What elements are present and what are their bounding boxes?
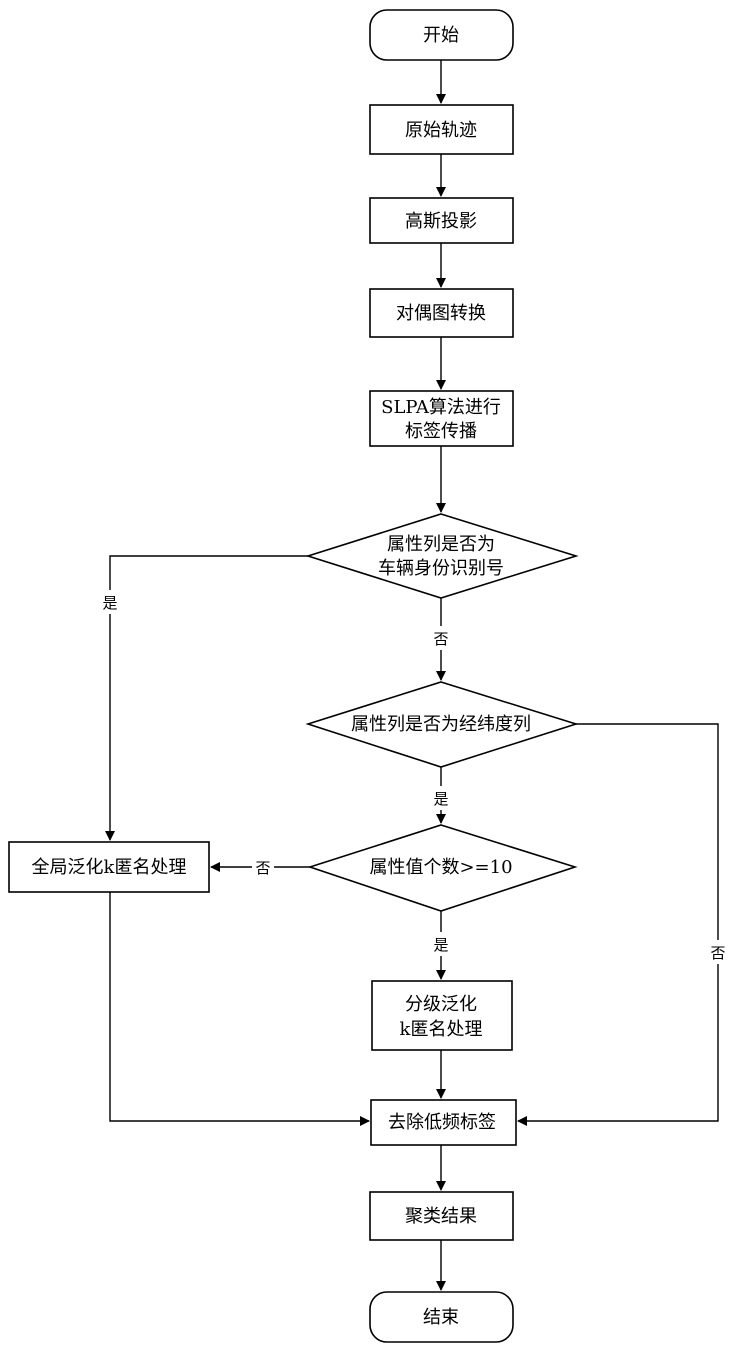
- graded-label-line2: k匿名处理: [400, 1019, 483, 1040]
- node-graded-k-anonymity: 分级泛化 k匿名处理: [372, 981, 512, 1050]
- edge-vehicle-yes: [110, 556, 308, 840]
- node-raw-trajectory: 原始轨迹: [370, 105, 513, 154]
- node-start: 开始: [370, 10, 513, 60]
- cluster-result-label: 聚类结果: [405, 1206, 477, 1227]
- label-latlon-no: 否: [710, 944, 725, 962]
- node-gauss-projection: 高斯投影: [370, 198, 513, 243]
- label-vehicle-no: 否: [433, 630, 448, 648]
- decision-latlon: 属性列是否为经纬度列: [308, 682, 576, 767]
- label-count-yes: 是: [433, 936, 448, 954]
- start-label: 开始: [423, 25, 459, 46]
- label-vehicle-yes: 是: [102, 594, 117, 612]
- decision-count: 属性值个数>=10: [310, 825, 575, 911]
- node-global-k-anonymity: 全局泛化k匿名处理: [9, 842, 209, 892]
- node-slpa: SLPA算法进行 标签传播: [370, 391, 513, 446]
- edge-latlon-no: [518, 724, 718, 1121]
- edge-global-to-remove: [110, 892, 369, 1121]
- graded-label-line1: 分级泛化: [405, 994, 477, 1015]
- label-latlon-yes: 是: [433, 790, 448, 808]
- node-cluster-result: 聚类结果: [370, 1192, 513, 1240]
- node-dual-graph: 对偶图转换: [370, 289, 513, 337]
- gauss-projection-label: 高斯投影: [405, 211, 477, 232]
- decision-count-label: 属性值个数>=10: [369, 857, 512, 878]
- label-count-no: 否: [255, 859, 270, 877]
- decision-vehicle-line1: 属性列是否为: [387, 534, 495, 555]
- node-end: 结束: [370, 1292, 513, 1342]
- slpa-label-line1: SLPA算法进行: [381, 397, 501, 418]
- node-remove-low-freq: 去除低频标签: [371, 1100, 516, 1145]
- decision-vehicle-line2: 车辆身份识别号: [378, 558, 504, 579]
- dual-graph-label: 对偶图转换: [396, 303, 486, 324]
- edge-labels: 是 否 是 否 否 是: [100, 590, 728, 964]
- decision-latlon-label: 属性列是否为经纬度列: [351, 714, 531, 735]
- global-k-label: 全局泛化k匿名处理: [32, 857, 187, 878]
- slpa-label-line2: 标签传播: [405, 421, 477, 442]
- raw-trajectory-label: 原始轨迹: [405, 120, 477, 141]
- end-label: 结束: [423, 1307, 459, 1328]
- decision-vehicle-id: 属性列是否为 车辆身份识别号: [308, 514, 576, 598]
- remove-low-freq-label: 去除低频标签: [388, 1112, 496, 1133]
